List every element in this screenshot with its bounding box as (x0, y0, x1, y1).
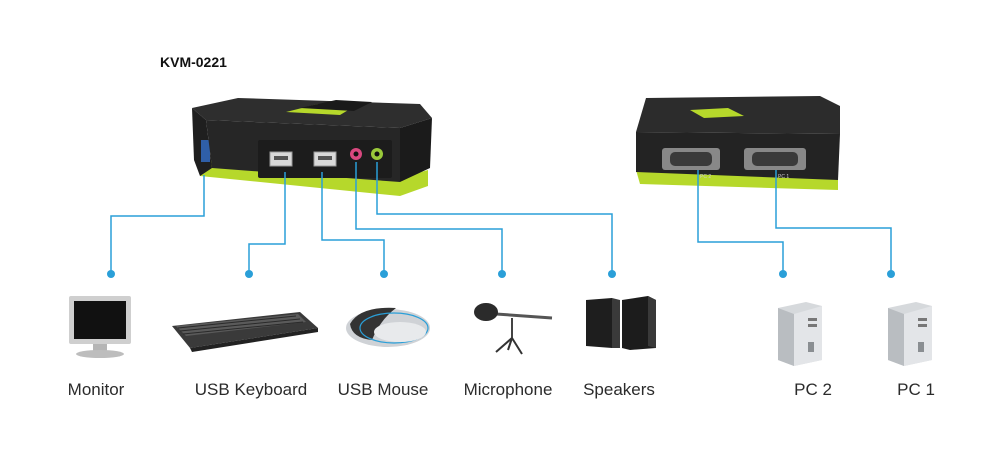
monitor-icon (69, 296, 131, 358)
device-label-microphone: Microphone (463, 380, 553, 399)
microphone-icon (474, 303, 553, 355)
monitor-connector (110, 175, 205, 274)
device-label-pc1: PC 1 (897, 380, 935, 399)
product-title: KVM-0221 (160, 54, 227, 70)
speakers-icon (586, 296, 656, 350)
device-label-speakers: Speakers (583, 380, 655, 399)
device-label-monitor: Monitor (67, 380, 125, 399)
speakers-connector (376, 162, 613, 274)
pc2-connector (697, 170, 784, 274)
keyboard-connector (248, 172, 286, 274)
device-label-usb-mouse: USB Mouse (337, 380, 429, 399)
device-label-pc2: PC 2 (794, 380, 832, 399)
connection-lines (110, 162, 892, 274)
microphone-connector (355, 162, 503, 274)
mouse-icon (346, 307, 430, 347)
kvm-switch-front (192, 98, 432, 196)
connection-endpoints (107, 270, 895, 278)
device-label-usb-keyboard: USB Keyboard (194, 380, 308, 399)
pc1-tower-icon (888, 302, 932, 366)
rear-port-label-pc2: PC 2 (700, 174, 711, 180)
pc1-connector (775, 170, 892, 274)
mouse-connector (321, 172, 385, 274)
pc2-tower-icon (778, 302, 822, 366)
keyboard-icon (172, 312, 318, 352)
kvm-switch-rear: PC 2 PC 1 (636, 96, 840, 190)
rear-port-label-pc1: PC 1 (778, 174, 789, 180)
